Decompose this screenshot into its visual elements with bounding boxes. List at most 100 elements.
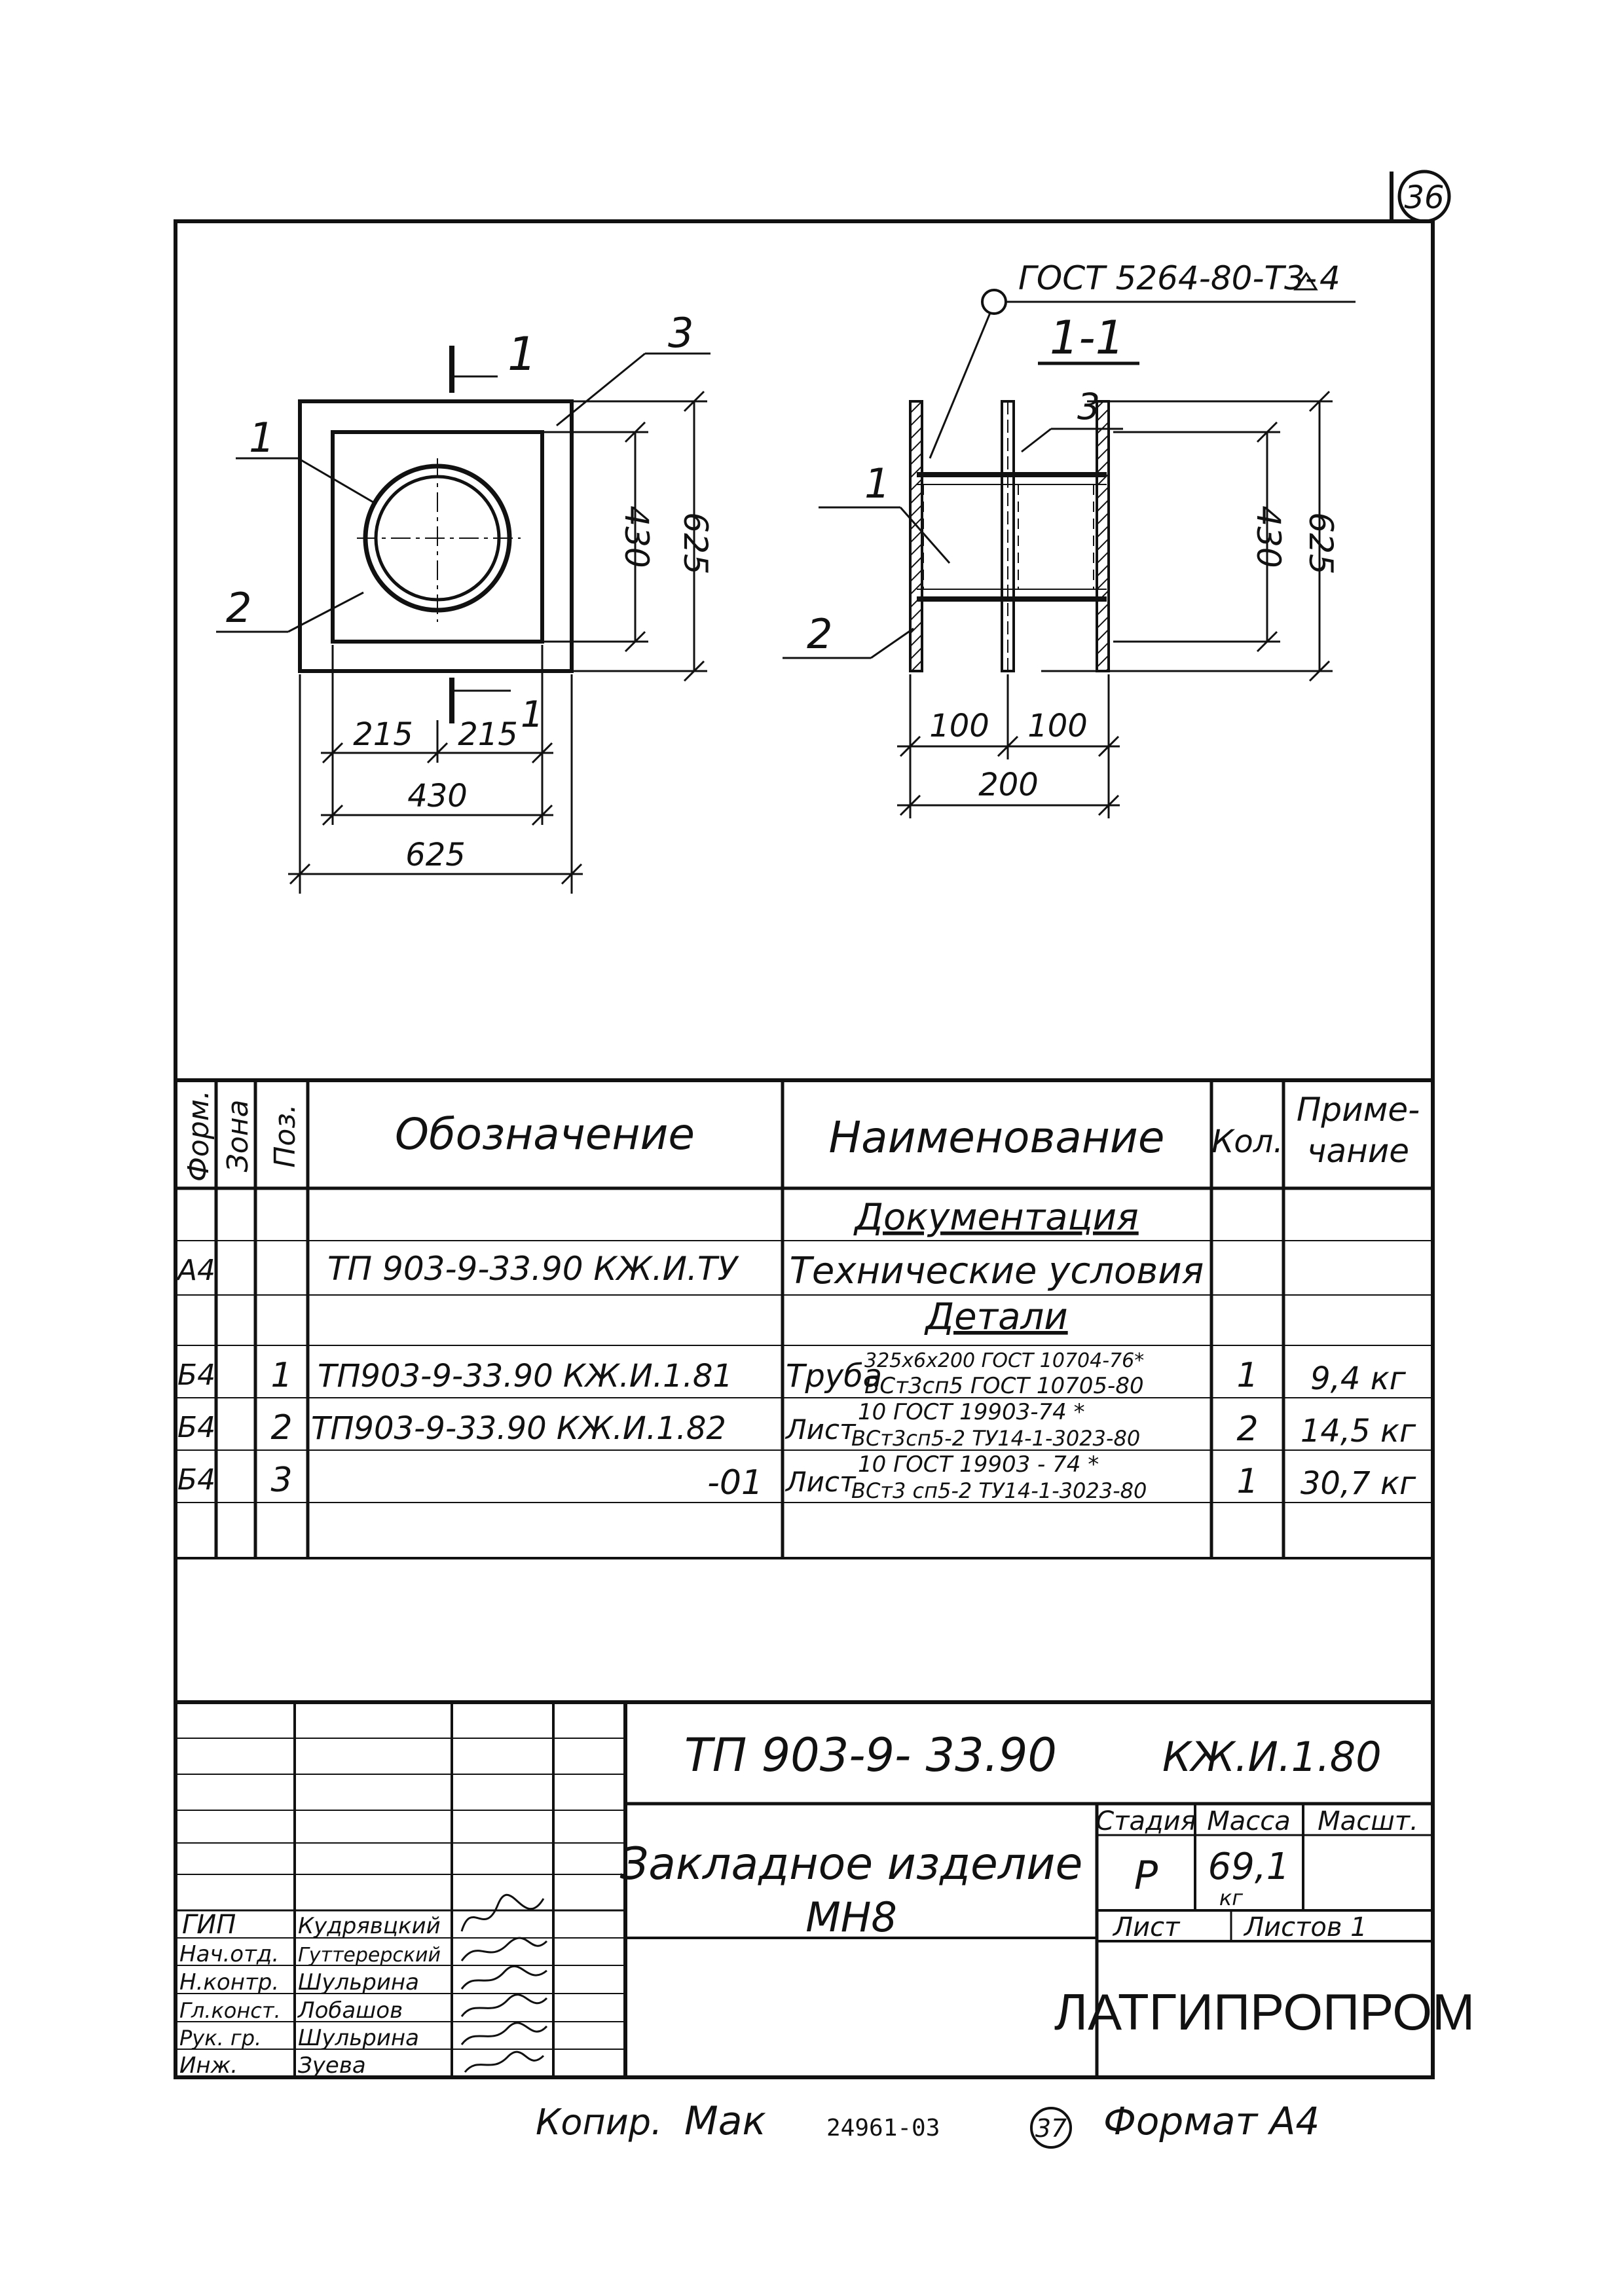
header-position: Поз. (268, 1104, 302, 1167)
section-mark-top: 1 (507, 327, 537, 381)
row2-format: Б4 (177, 1411, 215, 1444)
section-plate-right (1096, 400, 1110, 672)
section-title: 1-1 (1050, 311, 1124, 365)
row3-format: Б4 (177, 1463, 215, 1497)
section-callout-1: 1 (864, 460, 890, 507)
name-gip: Кудрявцкий (298, 1913, 441, 1939)
section-view: ГОСТ 5264-80-Т3- 4 1-1 1 2 3 (783, 259, 1356, 818)
row2-qty: 2 (1236, 1410, 1258, 1449)
doc-code: ТП 903-9- 33.90 (684, 1728, 1057, 1782)
section-dim-inner-height: 430 (1249, 505, 1287, 568)
header-name: Наименование (829, 1112, 1165, 1163)
row2-name-bottom: ВСт3сп5-2 ТУ14-1-3023-80 (851, 1426, 1140, 1451)
plan-callout-1: 1 (249, 414, 274, 462)
footer: Копир. Мак 24961-03 37 Формат А4 (536, 2098, 1320, 2149)
header-zone: Зона (221, 1100, 255, 1173)
row1-pos: 1 (270, 1356, 292, 1395)
row1-designation: ТП903-9-33.90 КЖ.И.1.81 (318, 1358, 733, 1394)
plan-inner-plate (331, 430, 544, 644)
weld-size: 4 (1320, 259, 1340, 297)
name-norm-control: Шульрина (298, 1969, 419, 1995)
plan-view: 1 1 1 2 3 430 625 215 21 (216, 309, 714, 894)
role-norm-control: Н.контр. (179, 1969, 279, 1995)
role-gip: ГИП (182, 1910, 236, 1940)
plan-dim-inner-height: 430 (618, 505, 655, 568)
spec-table: Форм. Зона Поз. Обозначение Наименование… (175, 1078, 1433, 1559)
sheet-frame (174, 219, 1435, 2079)
role-group-lead: Рук. гр. (179, 2026, 261, 2050)
section-dim-half-left: 100 (929, 708, 989, 744)
doc-sheet-code: КЖ.И.1.80 (1162, 1733, 1382, 1781)
section-mark-bottom: 1 (521, 693, 544, 735)
row1-name-bottom: ВСт3сп5 ГОСТ 10705-80 (864, 1373, 1144, 1399)
role-head-dept: Нач.отд. (179, 1941, 279, 1967)
weld-note: ГОСТ 5264-80-Т3- (1018, 259, 1317, 297)
row1-name-main: Труба (786, 1358, 882, 1394)
page-number: 36 (1404, 179, 1444, 216)
plan-callout-2: 2 (226, 584, 251, 632)
signature-engineer (464, 2050, 545, 2073)
name-head-dept: Гуттерерский (298, 1944, 441, 1967)
section-details: Детали (923, 1296, 1067, 1338)
plan-dim-outer-width: 625 (405, 837, 466, 873)
signature-norm-control (460, 1965, 547, 1990)
row3-qty: 1 (1236, 1462, 1258, 1501)
plan-dim-half-right: 215 (458, 716, 518, 753)
section-dim-half-right: 100 (1027, 708, 1088, 744)
footer-page-number: 37 (1035, 2114, 1067, 2143)
row3-name-bottom: ВСт3 сп5-2 ТУ14-1-3023-80 (851, 1478, 1147, 1503)
header-qty: Кол. (1211, 1123, 1283, 1160)
title-line1: Закладное изделие (620, 1838, 1083, 1890)
row3-name-top: 10 ГОСТ 19903 - 74 * (858, 1451, 1099, 1478)
name-group-lead: Шульрина (298, 2025, 419, 2051)
header-note-line1: Приме- (1297, 1091, 1420, 1129)
mass-label: Масса (1207, 1806, 1291, 1836)
footer-copied: Копир. (536, 2102, 662, 2143)
stage-value: Р (1134, 1853, 1158, 1899)
row1-qty: 1 (1236, 1356, 1258, 1395)
mass-value: 69,1 (1208, 1846, 1290, 1888)
page-number-badge: 36 (1390, 170, 1451, 223)
footer-page-circle (1030, 2107, 1072, 2149)
weld-triangle-icon (1293, 272, 1318, 291)
row3-note: 30,7 кг (1301, 1465, 1416, 1502)
row2-pos: 2 (270, 1408, 292, 1448)
title-line2: МН8 (805, 1893, 897, 1941)
stage-label: Стадия (1096, 1806, 1196, 1836)
row1-format: Б4 (177, 1358, 215, 1392)
row2-name-top: 10 ГОСТ 19903-74 * (858, 1399, 1085, 1425)
sheet-label: Лист (1112, 1912, 1181, 1942)
section-documentation: Документация (853, 1196, 1138, 1239)
row1-note: 9,4 кг (1310, 1360, 1407, 1397)
row3-pos: 3 (270, 1461, 292, 1500)
sheets-label: Листов 1 (1243, 1912, 1367, 1942)
role-chief-designer: Гл.конст. (179, 1998, 281, 2023)
mass-unit: кг (1219, 1886, 1243, 1910)
scale-label: Масшт. (1318, 1806, 1418, 1836)
title-block: ГИП Кудрявцкий Нач.отд. Гуттерерский Н.к… (175, 1700, 1475, 2079)
row2-name-main: Лист (784, 1413, 857, 1446)
row2-designation: ТП903-9-33.90 КЖ.И.1.82 (311, 1410, 726, 1447)
section-callout-3: 3 (1077, 386, 1100, 428)
footer-copied-by: Мак (684, 2098, 766, 2144)
signature-chief-designer (460, 1994, 548, 2017)
doc-row-format: А4 (175, 1254, 215, 1287)
header-designation: Обозначение (395, 1109, 695, 1159)
signature-head-dept (460, 1937, 548, 1961)
section-dim-outer-height: 625 (1302, 512, 1340, 574)
weld-symbol-circle (981, 289, 1007, 315)
section-callout-2: 2 (807, 610, 832, 658)
header-format: Форм. (182, 1090, 215, 1182)
row1-name-top: 325х6х200 ГОСТ 10704-76* (864, 1349, 1144, 1372)
role-engineer: Инж. (179, 2052, 238, 2079)
plan-dim-inner-width: 430 (407, 778, 468, 814)
plan-outer-plate (298, 399, 574, 673)
row2-note: 14,5 кг (1301, 1413, 1416, 1449)
doc-row-name: Технические условия (790, 1250, 1204, 1292)
plan-callout-3: 3 (668, 309, 693, 357)
header-note-line2: чание (1307, 1132, 1409, 1170)
row3-designation: -01 (707, 1463, 763, 1503)
signature-group-lead (460, 2022, 548, 2045)
name-engineer: Зуева (298, 2052, 366, 2079)
name-chief-designer: Лобашов (297, 1997, 403, 2024)
